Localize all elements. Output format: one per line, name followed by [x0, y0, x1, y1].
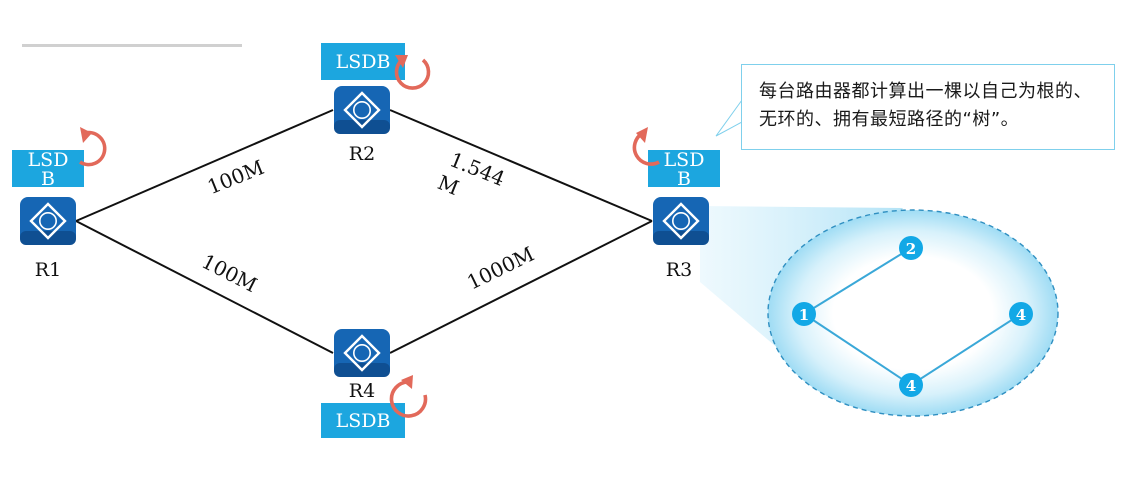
- tree-node-4-right: 4: [1009, 302, 1033, 326]
- tree-edge-1-4: [803, 313, 912, 386]
- router-r4: R4 LSDB: [321, 327, 428, 438]
- lsdb-label-line2: B: [41, 168, 55, 190]
- refresh-arrow-icon: [394, 55, 431, 90]
- router-label: R3: [666, 259, 692, 281]
- lsdb-label: LSDB: [336, 410, 391, 432]
- router-icon: [18, 195, 78, 247]
- tree-edge-4-4: [910, 313, 1022, 386]
- lsdb-box: [321, 43, 405, 80]
- router-label: R1: [35, 259, 61, 281]
- lsdb-box: [321, 403, 405, 438]
- link-r2-r3: [389, 109, 653, 222]
- clipped-header-fragment: [22, 44, 242, 47]
- network-links: [75, 109, 653, 354]
- tree-node-4-bottom: 4: [899, 373, 923, 397]
- lsdb-box: [12, 150, 84, 187]
- router-label: R4: [349, 380, 375, 402]
- callout-text: 每台路由器都计算出一棵以自己为根的、无环的、拥有最短路径的“树”。: [759, 81, 1092, 130]
- svg-text:2: 2: [906, 240, 916, 258]
- router-r1: LSD B R1: [12, 127, 107, 281]
- router-icon: [332, 327, 392, 379]
- refresh-arrow-icon: [632, 127, 660, 166]
- link-label-r2-r3-line2: M: [434, 170, 462, 200]
- tree-node-1: 1: [792, 302, 816, 326]
- router-icon: [332, 84, 392, 136]
- router-r3: LSD B R3: [632, 127, 720, 281]
- svg-text:4: 4: [906, 377, 916, 395]
- lsdb-label-line1: LSD: [28, 149, 69, 171]
- link-label-r1-r4: 100M: [198, 249, 261, 297]
- callout-box: [741, 64, 1115, 150]
- spf-tree-panel: 1 2 4 4: [767, 209, 1059, 417]
- link-label-r4-r3: 1000M: [463, 242, 538, 295]
- router-label: R2: [349, 143, 375, 165]
- tree-node-2: 2: [899, 236, 923, 260]
- link-r1-r4: [75, 220, 334, 354]
- tree-edge-1-2: [803, 247, 912, 315]
- link-r1-r2: [75, 109, 334, 222]
- svg-text:4: 4: [1016, 306, 1026, 324]
- refresh-arrow-icon: [79, 127, 107, 167]
- lsdb-label-line1: LSD: [664, 149, 705, 171]
- svg-text:1: 1: [799, 306, 809, 324]
- callout-pointer: [715, 98, 743, 137]
- router-icon: [651, 195, 711, 247]
- router-r2: LSDB R2: [321, 43, 431, 165]
- refresh-arrow-icon: [389, 375, 428, 418]
- lsdb-label-line2: B: [677, 168, 691, 190]
- link-r4-r3: [389, 220, 653, 354]
- lsdb-label: LSDB: [336, 51, 391, 73]
- lsdb-box: [648, 150, 720, 187]
